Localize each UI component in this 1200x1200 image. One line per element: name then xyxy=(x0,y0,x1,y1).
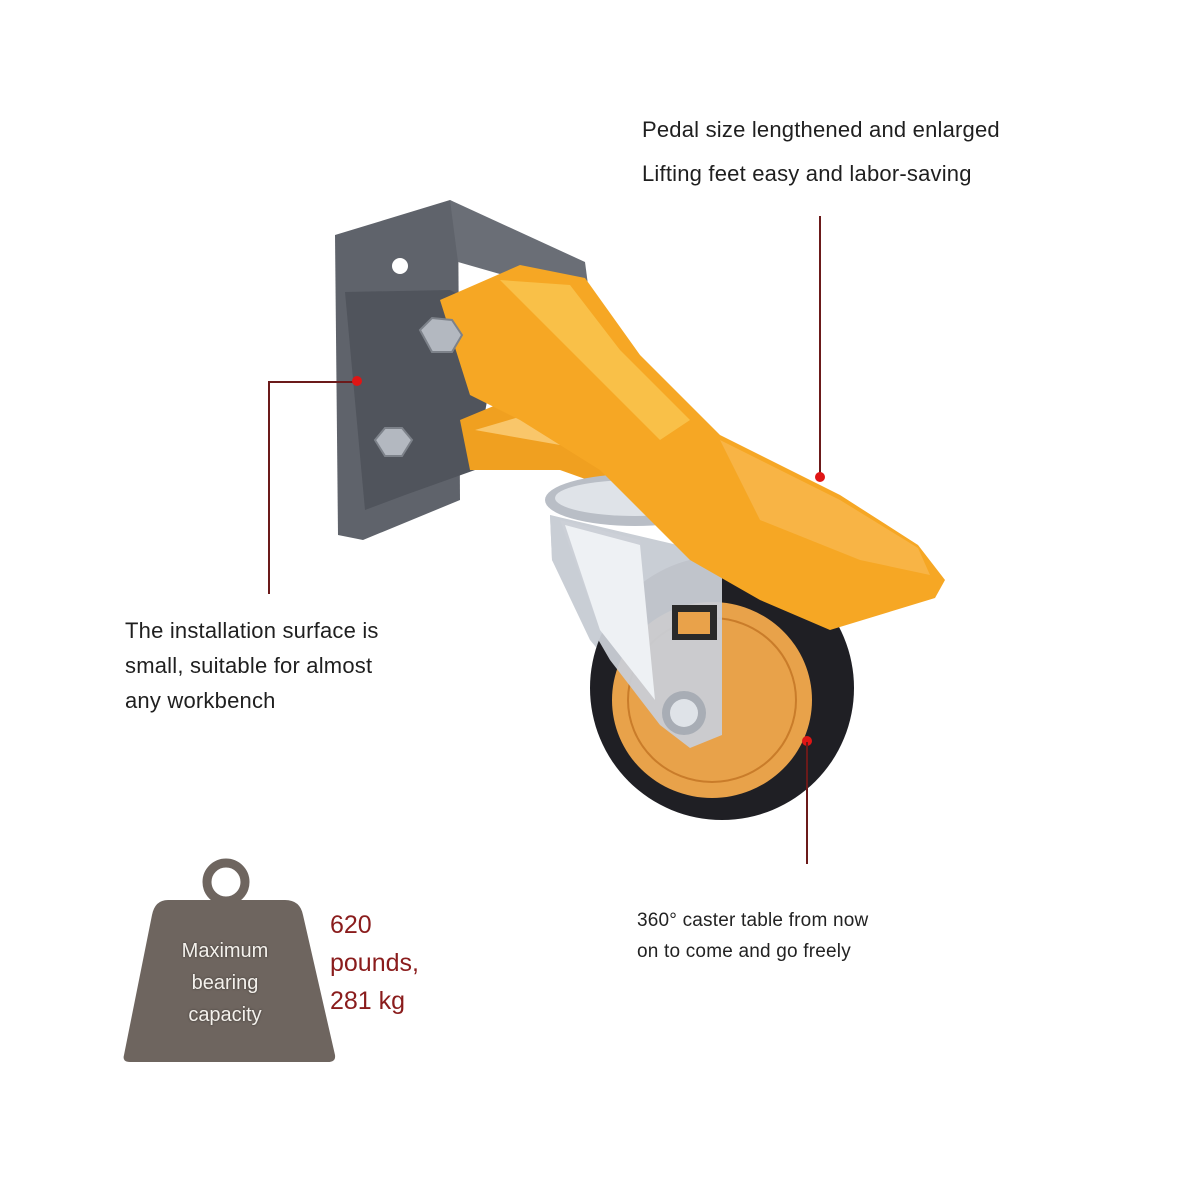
capacity-badge-label: Maximum bearing capacity xyxy=(160,935,290,1031)
pedal-callout-line2: Lifting feet easy and labor-saving xyxy=(642,161,972,186)
caster-marker-dot xyxy=(802,736,812,746)
installation-callout-line3: any workbench xyxy=(125,688,276,713)
installation-callout-line2: small, suitable for almost xyxy=(125,653,373,678)
pedal-callout: Pedal size lengthened and enlarged Lifti… xyxy=(642,112,1000,191)
capacity-value-line2: pounds, xyxy=(330,949,419,977)
capacity-value: 620 pounds, 281 kg xyxy=(330,906,419,1020)
pedal xyxy=(440,265,945,630)
caster-callout-line1: 360° caster table from now xyxy=(637,910,869,931)
caster-callout: 360° caster table from now on to come an… xyxy=(637,905,868,967)
caster-callout-line2: on to come and go freely xyxy=(637,941,851,962)
installation-leader-vertical xyxy=(268,381,270,594)
installation-leader-horizontal xyxy=(268,381,353,383)
pedal-leader-line xyxy=(819,216,821,474)
caster-wheel xyxy=(550,515,854,820)
capacity-value-line1: 620 xyxy=(330,911,372,939)
pedal-callout-line1: Pedal size lengthened and enlarged xyxy=(642,117,1000,142)
installation-callout-line1: The installation surface is xyxy=(125,618,379,643)
capacity-badge-line1: Maximum xyxy=(181,940,269,962)
capacity-badge-line3: capacity xyxy=(188,1004,262,1026)
capacity-badge-line2: bearing xyxy=(191,972,259,994)
caster-leader-line xyxy=(806,742,808,864)
capacity-value-line3: 281 kg xyxy=(330,987,406,1015)
installation-marker-dot xyxy=(352,376,362,386)
installation-callout: The installation surface is small, suita… xyxy=(125,613,379,718)
bolts xyxy=(373,316,464,457)
pedal-marker-dot xyxy=(815,472,825,482)
